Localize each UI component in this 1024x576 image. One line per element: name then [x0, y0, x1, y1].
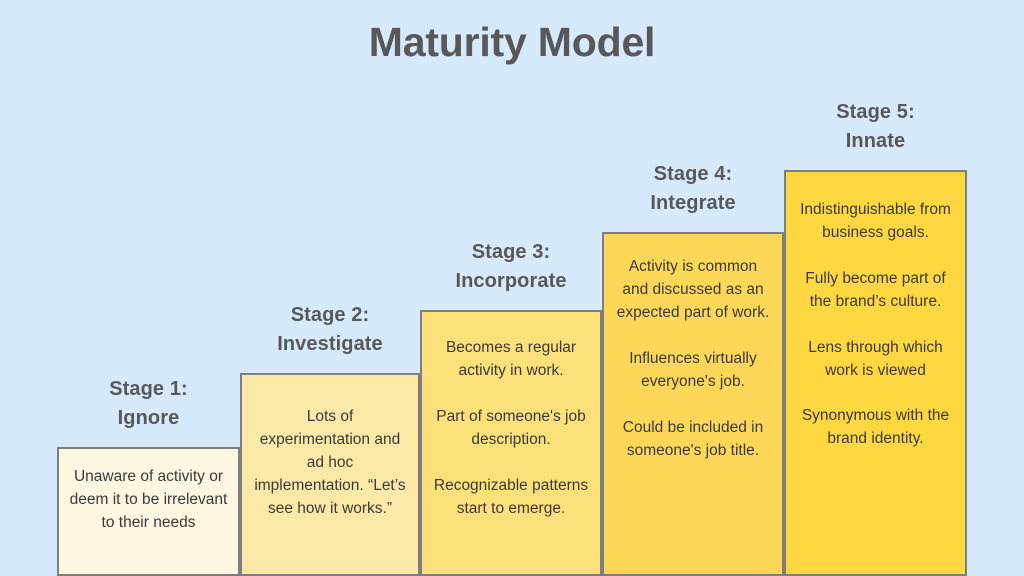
- stage-column-2[interactable]: Stage 2: Investigate Lots of experimenta…: [240, 304, 420, 576]
- stage-5-paragraph: Indistinguishable from business goals.: [800, 201, 951, 241]
- stage-3-heading: Stage 3: Incorporate: [420, 238, 602, 296]
- stage-2-label-name: Investigate: [277, 333, 383, 355]
- stage-1-heading: Stage 1: Ignore: [57, 375, 240, 433]
- stage-5-heading: Stage 5: Innate: [784, 98, 967, 156]
- stage-4-box[interactable]: Activity is common and discussed as an e…: [602, 232, 784, 576]
- page-title: Maturity Model: [368, 19, 656, 65]
- stage-5-box[interactable]: Indistinguishable from business goals. F…: [784, 170, 967, 576]
- stage-4-label-number: Stage 4:: [653, 163, 733, 185]
- stage-3-paragraph: Becomes a regular activity in work.: [445, 339, 577, 379]
- stage-3-box[interactable]: Becomes a regular activity in work. Part…: [420, 310, 602, 576]
- stage-5-label-number: Stage 5:: [836, 101, 915, 123]
- stage-column-4[interactable]: Stage 4: Integrate Activity is common an…: [602, 163, 784, 576]
- stage-2-label-number: Stage 2:: [290, 304, 370, 326]
- stage-4-paragraph: Could be included in someone's job title…: [622, 418, 764, 459]
- stage-3-body: Becomes a regular activity in work. Part…: [422, 312, 600, 521]
- stage-4-body: Activity is common and discussed as an e…: [604, 234, 782, 462]
- stage-2-paragraph: Lots of experimentation and ad hoc imple…: [254, 408, 406, 517]
- stage-3-paragraph: Recognizable patterns start to emerge.: [433, 476, 589, 517]
- stage-2-body: Lots of experimentation and ad hoc imple…: [242, 375, 418, 521]
- stage-1-label-name: Ignore: [117, 407, 180, 429]
- stage-5-paragraph: Lens through which work is viewed: [808, 338, 943, 379]
- stage-1-paragraph: Unaware of activity or deem it to be irr…: [69, 468, 228, 531]
- stage-4-paragraph: Influences virtually everyone's job.: [629, 349, 757, 390]
- stage-4-label-name: Integrate: [650, 192, 736, 214]
- stage-column-3[interactable]: Stage 3: Incorporate Becomes a regular a…: [420, 241, 602, 576]
- stage-3-label-name: Incorporate: [455, 270, 567, 292]
- stage-2-box[interactable]: Lots of experimentation and ad hoc imple…: [240, 373, 420, 576]
- stage-column-5[interactable]: Stage 5: Innate Indistinguishable from b…: [784, 101, 967, 576]
- stage-1-body: Unaware of activity or deem it to be irr…: [59, 449, 238, 535]
- stage-1-box[interactable]: Unaware of activity or deem it to be irr…: [57, 447, 240, 576]
- stage-5-body: Indistinguishable from business goals. F…: [786, 172, 965, 451]
- stage-4-paragraph: Activity is common and discussed as an e…: [616, 258, 770, 321]
- stage-4-heading: Stage 4: Integrate: [602, 160, 784, 218]
- stage-3-label-number: Stage 3:: [471, 241, 551, 263]
- stage-5-paragraph: Synonymous with the brand identity.: [801, 407, 950, 448]
- stage-column-1[interactable]: Stage 1: Ignore Unaware of activity or d…: [57, 378, 240, 576]
- stage-1-label-number: Stage 1:: [109, 378, 188, 400]
- stage-5-label-name: Innate: [845, 130, 906, 152]
- stage-2-heading: Stage 2: Investigate: [240, 301, 420, 359]
- stage-3-paragraph: Part of someone's job description.: [436, 407, 586, 448]
- stage-5-paragraph: Fully become part of the brand’s culture…: [805, 269, 946, 310]
